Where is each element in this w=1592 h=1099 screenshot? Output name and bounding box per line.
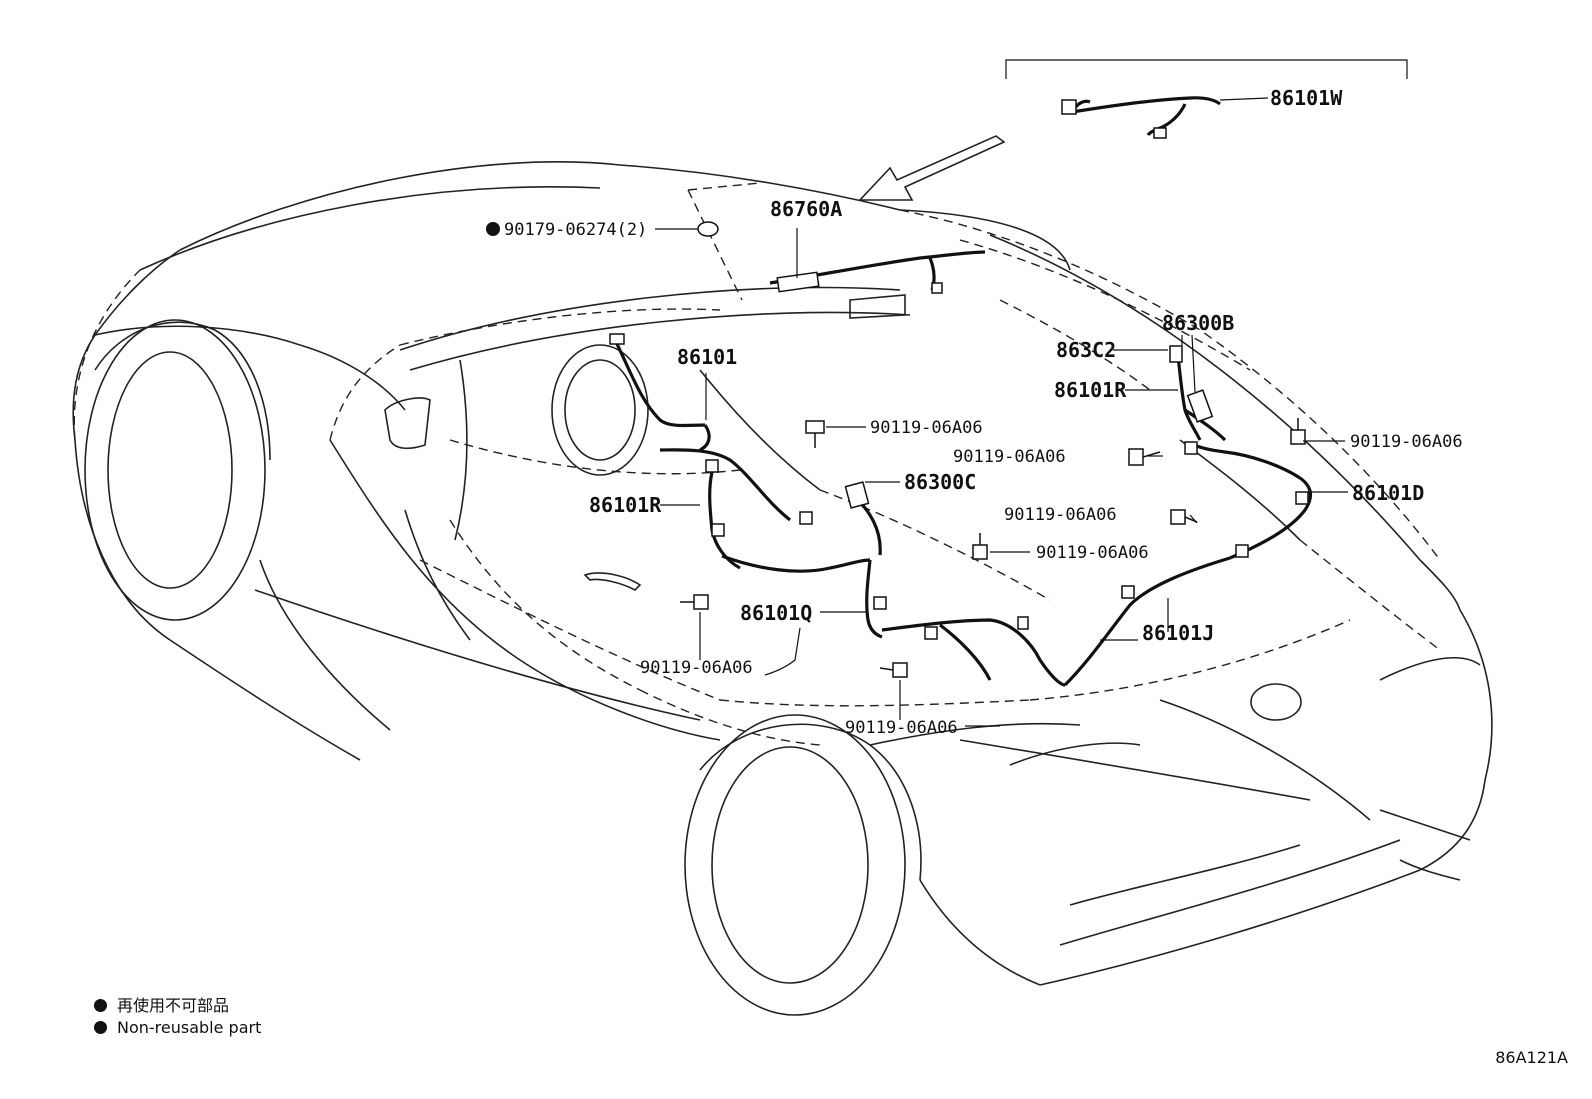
callout-labels: 86101W 86760A 90179-06274(2) 86300B 863C… bbox=[486, 86, 1463, 738]
module-86760A bbox=[776, 271, 820, 293]
bolt-icon-c bbox=[1290, 418, 1306, 445]
label-90119-06A06-a: 90119-06A06 bbox=[870, 418, 983, 438]
harness-86101R-left bbox=[708, 471, 741, 570]
harness-86101Q bbox=[721, 554, 871, 573]
car-outline bbox=[72, 161, 1493, 1016]
clip-90179-06274 bbox=[697, 221, 719, 237]
bolt-icon-a bbox=[805, 420, 825, 448]
harness-86101W bbox=[1071, 96, 1221, 114]
harness-86101J bbox=[881, 618, 1066, 687]
non-reusable-dot-icon bbox=[486, 222, 500, 236]
label-86760A: 86760A bbox=[770, 197, 842, 221]
hidden-lines bbox=[73, 182, 1441, 746]
harness-86101D bbox=[1229, 476, 1313, 560]
label-86101W: 86101W bbox=[1270, 86, 1343, 110]
label-90119-06A06-b: 90119-06A06 bbox=[953, 447, 1066, 467]
components bbox=[609, 99, 1309, 640]
bolt-icon-e bbox=[972, 533, 988, 560]
legend-japanese: 再使用不可部品 bbox=[94, 992, 229, 1016]
label-86101R-left: 86101R bbox=[589, 493, 662, 517]
label-86300B: 86300B bbox=[1162, 311, 1234, 335]
connector-863C2 bbox=[1169, 345, 1183, 363]
legend-line2: Non-reusable part bbox=[117, 1018, 262, 1037]
module-86300B bbox=[1186, 389, 1214, 423]
bolt-icon-g bbox=[879, 662, 908, 678]
label-90119-06A06-d: 90119-06A06 bbox=[1004, 505, 1117, 525]
label-90119-06A06-e: 90119-06A06 bbox=[1036, 543, 1149, 563]
label-86101D: 86101D bbox=[1352, 481, 1424, 505]
wire-harnesses bbox=[614, 96, 1313, 687]
bolt-icon-b bbox=[1128, 448, 1161, 466]
label-90119-06A06-g: 90119-06A06 bbox=[845, 718, 958, 738]
harness-86101 bbox=[614, 341, 706, 428]
module-86300C bbox=[844, 481, 870, 509]
label-86101Q: 86101Q bbox=[740, 601, 812, 625]
bolt-icon-f bbox=[680, 594, 709, 610]
label-86101R-right: 86101R bbox=[1054, 378, 1127, 402]
label-90119-06A06-f: 90119-06A06 bbox=[640, 658, 753, 678]
label-863C2: 863C2 bbox=[1056, 338, 1116, 362]
bolt-icon-d bbox=[1170, 509, 1198, 525]
diagram-code: 86A121A bbox=[1495, 1048, 1568, 1067]
label-90179-06274: 90179-06274(2) bbox=[504, 220, 647, 240]
legend-english: Non-reusable part bbox=[94, 1018, 261, 1037]
label-86101: 86101 bbox=[677, 345, 737, 369]
label-86300C: 86300C bbox=[904, 470, 976, 494]
bullet-dot-icon bbox=[94, 1021, 107, 1034]
legend-line1: 再使用不可部品 bbox=[117, 996, 230, 1015]
leader-lines bbox=[655, 97, 1348, 727]
direction-arrow bbox=[858, 135, 1006, 201]
bullet-dot-icon bbox=[94, 999, 107, 1012]
bolts bbox=[680, 418, 1306, 678]
group-bracket bbox=[1005, 59, 1408, 79]
label-86101J: 86101J bbox=[1142, 621, 1214, 645]
label-90119-06A06-c: 90119-06A06 bbox=[1350, 432, 1463, 452]
